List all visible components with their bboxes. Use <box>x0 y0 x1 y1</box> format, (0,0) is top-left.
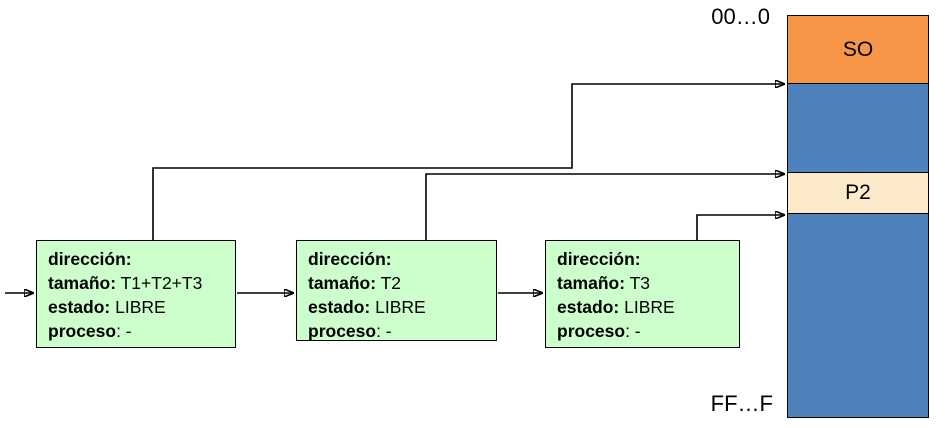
memory-segment-os: SO <box>788 16 928 84</box>
field-label: dirección: <box>557 249 641 269</box>
node1-proceso-row: proceso: - <box>48 319 235 343</box>
field-label: estado: <box>48 297 111 317</box>
field-value: : - <box>625 321 641 341</box>
node3-tamano-row: tamaño: T3 <box>557 271 739 295</box>
memory-column: SO P2 <box>787 15 929 418</box>
top-address-label: 00…0 <box>711 4 770 29</box>
segment-label: P2 <box>845 181 871 204</box>
field-label: dirección: <box>48 249 132 269</box>
field-label: tamaño: <box>48 273 117 293</box>
node1-address-pointer-line <box>152 84 784 240</box>
node3-direccion-row: dirección: <box>557 247 739 271</box>
node2-direccion-row: dirección: <box>308 247 496 271</box>
free-list-node-3: dirección: tamaño: T3 estado: LIBRE proc… <box>545 240 740 348</box>
field-value: : - <box>116 321 132 341</box>
node2-proceso-row: proceso: - <box>308 319 496 343</box>
node1-tamano-row: tamaño: T1+T2+T3 <box>48 271 235 295</box>
node2-estado-row: estado: LIBRE <box>308 295 496 319</box>
field-label: estado: <box>308 297 371 317</box>
field-label: tamaño: <box>308 273 377 293</box>
node2-tamano-row: tamaño: T2 <box>308 271 496 295</box>
free-list-node-1: dirección: tamaño: T1+T2+T3 estado: LIBR… <box>36 240 236 348</box>
node3-proceso-row: proceso: - <box>557 319 739 343</box>
field-label: proceso <box>308 321 377 341</box>
field-value: : - <box>376 321 392 341</box>
memory-segment-free-hole-1 <box>788 84 928 173</box>
memory-segment-free-hole-2 <box>788 214 928 417</box>
field-value: T2 <box>376 273 402 293</box>
field-value: LIBRE <box>110 297 166 317</box>
field-label: dirección: <box>308 249 392 269</box>
field-value: LIBRE <box>370 297 426 317</box>
node1-estado-row: estado: LIBRE <box>48 295 235 319</box>
field-label: tamaño: <box>557 273 626 293</box>
field-label: estado: <box>557 297 620 317</box>
memory-segment-process-p2: P2 <box>788 173 928 214</box>
node3-estado-row: estado: LIBRE <box>557 295 739 319</box>
node1-direccion-row: dirección: <box>48 247 235 271</box>
free-list-node-2: dirección: tamaño: T2 estado: LIBRE proc… <box>296 240 497 341</box>
field-value: T3 <box>625 273 651 293</box>
field-value: LIBRE <box>619 297 675 317</box>
field-value: T1+T2+T3 <box>116 273 203 293</box>
field-label: proceso <box>557 321 626 341</box>
segment-label: SO <box>842 37 874 61</box>
bottom-address-label: FF…F <box>710 391 773 416</box>
field-label: proceso <box>48 321 117 341</box>
